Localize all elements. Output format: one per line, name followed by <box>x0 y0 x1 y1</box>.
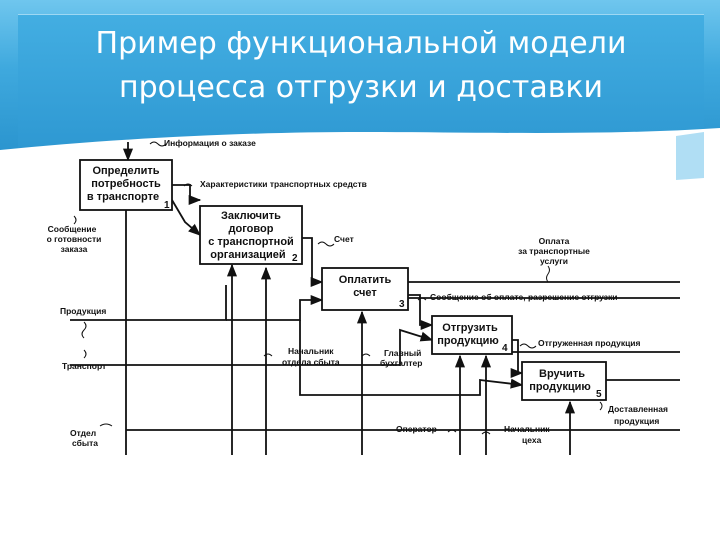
label-readiness-3: заказа <box>61 244 88 254</box>
diagram-arrows <box>70 142 680 455</box>
header-wave <box>0 128 720 188</box>
slide-title-line-1: Пример функциональной модели <box>95 26 627 61</box>
box5-line1: Вручить <box>539 368 585 380</box>
label-payment-3: услуги <box>540 256 568 266</box>
label-shop-head-1: Начальник <box>504 424 550 434</box>
box4-line2: продукцию <box>437 335 499 347</box>
process-box-1 <box>79 159 173 211</box>
label-order-info: Информация о заказе <box>164 138 256 148</box>
label-leaders <box>73 141 603 435</box>
box2-line3: с транспортной <box>208 236 294 248</box>
box3-number: 3 <box>399 299 405 310</box>
box2-line4: организацией <box>210 249 285 261</box>
label-payment-msg: Сообщение об оплате, разрешение отгрузки <box>430 292 618 302</box>
title-band <box>18 14 704 150</box>
slide-title: Пример функциональной модели процесса от… <box>18 22 704 110</box>
box1-line1: Определить <box>92 165 159 177</box>
box5-line2: продукцию <box>529 381 591 393</box>
label-transport: Транспорт <box>62 361 106 371</box>
box4-number: 4 <box>502 343 508 354</box>
process-box-4 <box>431 315 513 355</box>
label-chief-acc-2: бухгалтер <box>380 358 422 368</box>
label-invoice: Счет <box>334 234 354 244</box>
label-sales-dept-1: Отдел <box>70 428 96 438</box>
box3-line2: счет <box>353 287 377 299</box>
label-delivered-1: Доставленная <box>608 404 668 414</box>
label-transport-specs: Характеристики транспортных средств <box>200 179 367 189</box>
label-products: Продукция <box>60 306 106 316</box>
label-operator: Оператор <box>396 424 437 434</box>
box4-line1: Отгрузить <box>442 322 498 334</box>
box2-number: 2 <box>292 253 298 264</box>
diagram-boxes <box>79 159 607 401</box>
slide-title-line-2: процесса отгрузки и доставки <box>118 70 604 105</box>
box2-line2: договор <box>229 223 274 235</box>
box2-line1: Заключить <box>221 210 281 222</box>
process-box-5 <box>521 361 607 401</box>
label-head-sales-2: отдела сбыта <box>282 357 340 367</box>
box3-line1: Оплатить <box>339 274 392 286</box>
label-shop-head-2: цеха <box>522 435 542 445</box>
box1-line2: потребность <box>91 178 161 190</box>
box1-line3: в транспорте <box>87 191 159 203</box>
label-payment-2: за транспортные <box>518 246 590 256</box>
box1-number: 1 <box>164 200 170 211</box>
process-box-2 <box>199 205 303 265</box>
process-box-3 <box>321 267 409 311</box>
label-readiness-1: Сообщение <box>48 224 97 234</box>
label-head-sales-1: Начальник <box>288 346 334 356</box>
label-delivered-2: продукция <box>614 416 659 426</box>
box5-number: 5 <box>596 389 602 400</box>
label-shipped: Отгруженная продукция <box>538 338 641 348</box>
label-sales-dept-2: сбыта <box>72 438 98 448</box>
label-payment-1: Оплата <box>539 236 570 246</box>
label-readiness-2: о готовности <box>47 234 102 244</box>
label-chief-acc-1: Главный <box>384 348 421 358</box>
